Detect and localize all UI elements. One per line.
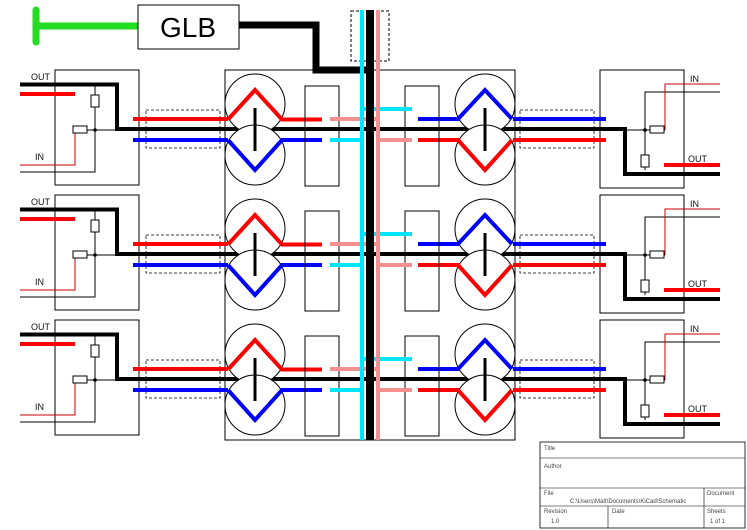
pot-negative-chevron [226,263,322,298]
resistor-icon [90,94,100,108]
pot-positive-chevron [226,87,322,122]
left-in-label: IN [35,402,44,412]
left-channels: OUT IN OUT IN OUT IN [20,69,378,437]
right-channel-2[interactable]: IN OUT [362,194,720,314]
tb-document-label: Document [707,491,735,497]
right-ground-wire [370,252,720,301]
right-channels: IN OUT IN OUT IN OUT [362,69,720,439]
right-out-label: OUT [688,404,708,414]
right-channel-3[interactable]: IN OUT [362,319,720,439]
left-pot-pair[interactable] [224,323,322,436]
tb-revision-label: Revision [544,509,567,515]
tb-file-label: File [544,491,554,497]
right-in-label: IN [690,199,699,209]
right-thin-red-wire [664,83,720,130]
left-ground-wire [20,82,370,131]
left-thin-black-wire [20,84,96,173]
pot-positive-chevron [418,138,514,173]
junction-dot [93,378,97,382]
left-thin-red-wire [20,380,76,416]
central-left-rect [304,210,340,312]
pot-positive-chevron [418,263,514,298]
potentiometer-icon [72,375,88,384]
pot-negative-chevron [226,138,322,173]
pot-negative-chevron [418,212,514,246]
right-ground-wire [370,377,720,426]
potentiometer-icon [649,125,665,134]
glb-black-wire [239,21,370,74]
central-left-rect [304,85,340,187]
potentiometer-icon [649,375,665,384]
right-thin-red-wire [664,333,720,380]
potentiometer-icon [72,250,88,259]
left-in-label: IN [35,152,44,162]
right-thin-black-wire [644,341,720,420]
left-channel-3[interactable]: OUT IN [20,319,378,437]
pot-positive-chevron [226,337,322,372]
right-thin-black-wire [644,216,720,295]
central-right-rect [404,210,440,312]
right-pot-pair[interactable] [418,323,516,436]
pot-negative-chevron [418,337,514,371]
right-thin-red-wire [664,208,720,255]
left-thin-black-wire [20,209,96,298]
resistor-icon [640,404,650,418]
right-channel-1[interactable]: IN OUT [362,69,720,189]
junction-dot [643,378,647,382]
central-right-rect [404,335,440,437]
left-channel-1[interactable]: OUT IN [20,69,378,187]
pot-negative-chevron [226,388,322,423]
potentiometer-icon [72,125,88,134]
resistor-icon [90,219,100,233]
left-ground-wire [20,332,370,381]
glb-box [137,4,240,50]
central-right-rect [404,85,440,187]
resistor-icon [90,344,100,358]
tb-file-value: C:\Users\Matt\Documents\KiCad\Schematic [570,499,686,505]
central-buses [360,10,380,440]
resistor-icon [640,154,650,168]
title-block: Title Author File C:\Users\Matt\Document… [539,441,746,529]
right-pot-pair[interactable] [418,198,516,311]
left-ground-wire [20,207,370,256]
glb-block[interactable]: GLB [32,4,370,74]
left-out-label: OUT [31,197,51,207]
resistor-icon [640,279,650,293]
left-out-label: OUT [31,322,51,332]
tb-title-label: Title [544,446,556,452]
junction-dot [93,128,97,132]
pot-negative-chevron [418,87,514,121]
left-out-label: OUT [31,72,51,82]
tb-sheets-value: 1 of 1 [710,519,726,525]
glb-label: GLB [160,12,216,43]
pot-positive-chevron [226,212,322,247]
left-in-label: IN [35,277,44,287]
right-pot-pair[interactable] [418,73,516,186]
central-left-rect [304,335,340,437]
left-pot-pair[interactable] [224,198,322,311]
left-thin-black-wire [20,334,96,423]
junction-dot [643,253,647,257]
right-ground-wire [370,127,720,176]
potentiometer-icon [649,250,665,259]
junction-dot [643,128,647,132]
tb-date-label: Date [612,509,625,515]
right-in-label: IN [690,74,699,84]
left-thin-red-wire [20,255,76,291]
junction-dot [93,253,97,257]
right-thin-black-wire [644,91,720,170]
title-block-frame [539,441,746,529]
tb-sheets-label: Sheets [707,509,726,515]
left-pot-pair[interactable] [224,73,322,186]
right-out-label: OUT [688,154,708,164]
left-channel-2[interactable]: OUT IN [20,194,378,312]
pot-positive-chevron [418,388,514,423]
right-in-label: IN [690,324,699,334]
left-thin-red-wire [20,130,76,166]
right-out-label: OUT [688,279,708,289]
tb-author-label: Author [544,464,562,470]
tb-revision-value: 1.0 [551,519,560,525]
